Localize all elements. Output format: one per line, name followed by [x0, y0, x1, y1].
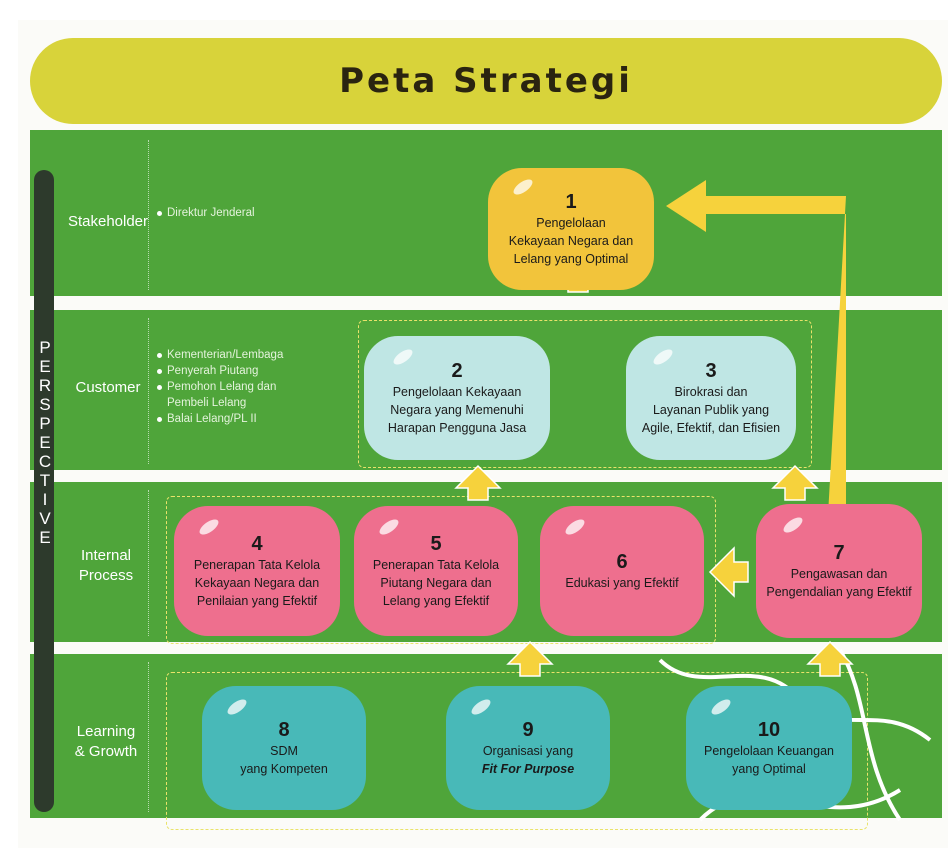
node-text-line: Penerapan Tata Kelola	[193, 558, 321, 572]
node-highlight	[511, 176, 535, 198]
arrow-7-to-1-shaft	[706, 196, 846, 515]
node-8: 8 SDM yang Kompeten	[202, 686, 366, 810]
arrow-up-9-to-5	[506, 640, 554, 677]
perspective-bar	[34, 170, 54, 812]
perspective-letter: I	[42, 490, 48, 509]
node-number: 9	[522, 719, 534, 741]
arrow-left-7-to-6	[708, 546, 749, 598]
title-banner: Peta Strategi	[30, 38, 942, 124]
node-number: 7	[833, 542, 845, 564]
perspective-letter: E	[39, 357, 51, 376]
node-highlight	[225, 696, 249, 718]
list-item: Balai Lelang/PL II	[157, 411, 307, 427]
node-highlight	[781, 514, 805, 536]
perspective-letter: P	[39, 338, 51, 357]
band-label-internal-process: Internal Process	[64, 546, 148, 586]
node-text-line: Kekayaan Negara dan	[508, 234, 634, 248]
column-separator	[148, 318, 150, 464]
node-number: 10	[757, 719, 781, 741]
column-separator	[148, 140, 150, 290]
node-10: 10 Pengelolaan Keuangan yang Optimal	[686, 686, 852, 810]
band-label-line: Process	[78, 567, 134, 584]
learning-growth-group-box	[166, 672, 868, 830]
node-number: 6	[616, 551, 628, 573]
node-number: 1	[565, 191, 577, 213]
band-label-line: & Growth	[74, 743, 138, 760]
node-highlight	[469, 696, 493, 718]
perspective-letter: P	[39, 414, 51, 433]
node-text-line: Layanan Publik yang	[652, 403, 770, 417]
node-text-line: Piutang Negara dan	[380, 576, 492, 590]
arrow-up-10-to-7	[806, 640, 854, 677]
node-7: 7 Pengawasan dan Pengendalian yang Efekt…	[756, 504, 922, 638]
arrow-7-to-1-head	[666, 180, 706, 232]
node-text-line: Negara yang Memenuhi	[390, 403, 524, 417]
perspective-letter: T	[39, 471, 51, 490]
node-highlight	[709, 696, 733, 718]
perspective-letter: E	[39, 433, 51, 452]
node-highlight	[391, 346, 415, 368]
node-text-line: Organisasi yang	[482, 744, 574, 758]
node-text-line: Penerapan Tata Kelola	[372, 558, 500, 572]
perspective-letter: E	[39, 528, 51, 547]
node-number: 8	[278, 719, 290, 741]
node-text-line: Penilaian yang Efektif	[196, 594, 318, 608]
node-text-line: Lelang yang Efektif	[382, 594, 490, 608]
arrow-up-5-to-2	[454, 464, 502, 501]
list-item: Pemohon Lelang dan Pembeli Lelang	[157, 379, 307, 411]
node-9: 9 Organisasi yang Fit For Purpose	[446, 686, 610, 810]
perspective-letter: C	[38, 452, 52, 471]
node-1: 1 Pengelolaan Kekayaan Negara dan Lelang…	[488, 168, 654, 290]
node-text-line: SDM	[270, 744, 298, 758]
node-text-line: Pengelolaan Kekayaan	[392, 385, 522, 399]
node-4: 4 Penerapan Tata Kelola Kekayaan Negara …	[174, 506, 340, 636]
node-text-line: Pengendalian yang Efektif	[766, 585, 912, 599]
node-text-line: yang Optimal	[732, 762, 806, 776]
perspective-label: P E R S P E C T I V E	[37, 338, 53, 547]
node-3: 3 Birokrasi dan Layanan Publik yang Agil…	[626, 336, 796, 460]
page-title: Peta Strategi	[339, 61, 633, 101]
node-highlight	[651, 346, 675, 368]
node-number: 2	[451, 360, 463, 382]
node-text-line: Pengawasan dan	[790, 567, 888, 581]
node-6: 6 Edukasi yang Efektif	[540, 506, 704, 636]
list-item: Penyerah Piutang	[157, 363, 307, 379]
node-text-line: Kekayaan Negara dan	[194, 576, 320, 590]
band-label-customer: Customer	[75, 379, 141, 396]
perspective-letter: V	[39, 509, 51, 528]
customer-list: Kementerian/Lembaga Penyerah Piutang Pem…	[157, 347, 307, 427]
decorative-curve	[838, 648, 902, 822]
node-text-line: Pengelolaan	[536, 216, 606, 230]
node-highlight	[197, 516, 221, 538]
band-label-stakeholder: Stakeholder	[67, 213, 149, 230]
node-highlight	[563, 516, 587, 538]
list-item: Direktur Jenderal	[157, 205, 287, 221]
stakeholder-list: Direktur Jenderal	[157, 205, 287, 221]
node-text-line: Fit For Purpose	[481, 762, 575, 776]
arrow-up-7-to-3	[771, 464, 819, 501]
column-separator	[148, 490, 150, 636]
band-label-learning-growth: Learning & Growth	[62, 722, 150, 762]
node-number: 4	[251, 533, 263, 555]
node-text-line: Harapan Pengguna Jasa	[387, 421, 527, 435]
node-number: 5	[430, 533, 442, 555]
band-label-line: Internal	[80, 547, 132, 564]
band-label-line: Learning	[76, 723, 136, 740]
perspective-letter: R	[38, 376, 52, 395]
node-text-line: yang Kompeten	[240, 762, 328, 776]
node-text-line: Agile, Efektif, dan Efisien	[641, 421, 781, 435]
node-highlight	[377, 516, 401, 538]
node-text-line: Edukasi yang Efektif	[565, 576, 679, 590]
node-text-line: Pengelolaan Keuangan	[704, 744, 834, 758]
node-2: 2 Pengelolaan Kekayaan Negara yang Memen…	[364, 336, 550, 460]
perspective-letter: S	[39, 395, 51, 414]
node-text-line: Birokrasi dan	[674, 385, 748, 399]
node-5: 5 Penerapan Tata Kelola Piutang Negara d…	[354, 506, 518, 636]
customer-group-box	[358, 320, 812, 468]
column-separator	[148, 662, 150, 812]
list-item: Kementerian/Lembaga	[157, 347, 307, 363]
node-text-line: Lelang yang Optimal	[513, 252, 629, 266]
node-number: 3	[705, 360, 717, 382]
